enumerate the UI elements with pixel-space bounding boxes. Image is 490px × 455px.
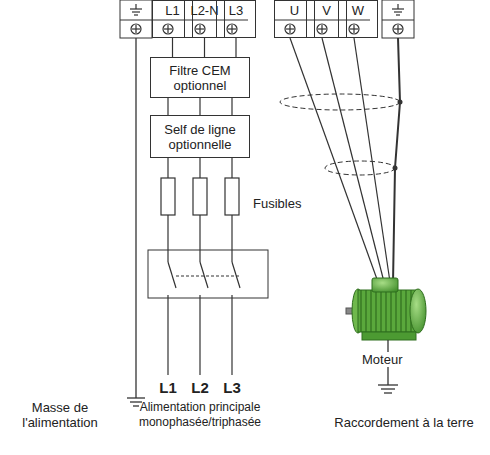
node-text: Self de ligne optionnelle bbox=[155, 122, 245, 152]
phase-label: L3 bbox=[222, 380, 242, 395]
node-text: L1 bbox=[153, 4, 192, 18]
terminal-strip bbox=[120, 0, 414, 38]
motor-illustration bbox=[346, 278, 426, 340]
node-text: L3 bbox=[217, 4, 255, 18]
wire-connector bbox=[172, 38, 173, 57]
node-text: L2-N bbox=[185, 4, 224, 18]
filter-box: Filtre CEM optionnel bbox=[150, 57, 250, 98]
terminal-cell: U bbox=[274, 0, 315, 38]
node-text: Filtre CEM optionnel bbox=[155, 63, 245, 93]
phase-label: L2 bbox=[190, 380, 210, 395]
wire-connector bbox=[204, 38, 205, 57]
supply-ground bbox=[127, 38, 145, 406]
earth-label: Raccordement à la terre bbox=[322, 415, 486, 430]
terminal-cell: L2-N bbox=[184, 0, 225, 38]
supply-label: Alimentation principale monophasée/triph… bbox=[130, 400, 270, 430]
node-text: V bbox=[307, 4, 346, 18]
motor-cables bbox=[290, 38, 400, 283]
terminal-cell: V bbox=[306, 0, 347, 38]
terminal-cell: L3 bbox=[216, 0, 256, 38]
wire-connector bbox=[168, 98, 232, 115]
fuse-label: Fusibles bbox=[253, 196, 323, 211]
ground-label: Masse de l'alimentation bbox=[4, 400, 116, 430]
node-text: U bbox=[275, 4, 314, 18]
isolator-switch bbox=[148, 250, 268, 298]
motor-label: Moteur bbox=[362, 352, 422, 367]
node-text: W bbox=[339, 4, 377, 18]
fuse-symbol bbox=[161, 178, 239, 215]
terminal-cell: W bbox=[338, 0, 378, 38]
cable-shield bbox=[280, 94, 400, 175]
wire-connector bbox=[236, 38, 237, 57]
shield-dot bbox=[393, 100, 403, 171]
choke-box: Self de ligne optionnelle bbox=[150, 115, 250, 158]
phase-label: L1 bbox=[158, 380, 178, 395]
terminal-screws bbox=[131, 24, 403, 34]
terminal-cell: L1 bbox=[152, 0, 193, 38]
supply-wires bbox=[168, 158, 240, 375]
